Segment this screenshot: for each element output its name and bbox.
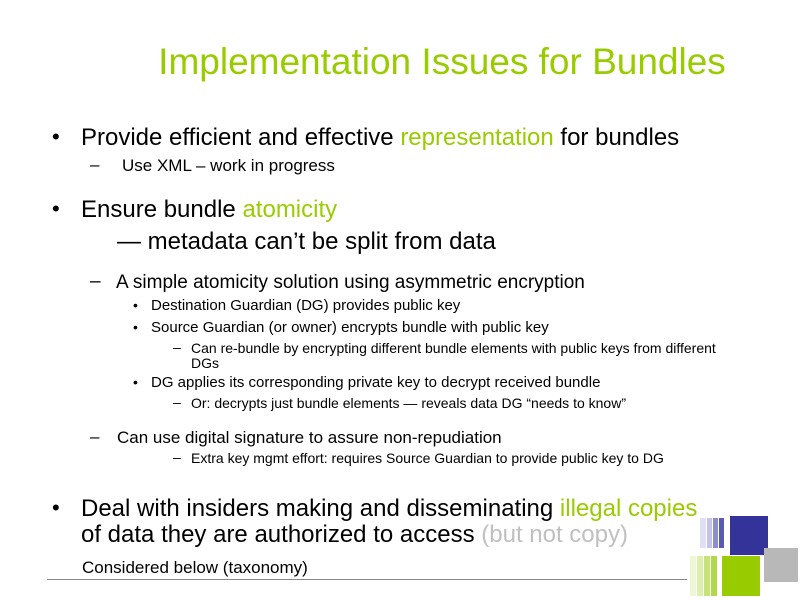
b1-post: for bundles — [553, 124, 680, 151]
b1-highlight: representation — [400, 124, 554, 151]
b3-pre: Deal with insiders making and disseminat… — [81, 495, 560, 522]
b2-s1-item-3: DG applies its corresponding private key… — [151, 374, 601, 391]
dash-marker: – — [173, 394, 181, 410]
corner-decoration — [722, 556, 760, 596]
corner-decoration — [719, 518, 724, 548]
b3-line2-gray: (but not copy) — [481, 521, 628, 548]
bullet-marker: • — [52, 124, 60, 149]
footer-divider — [47, 579, 687, 580]
dash-marker: – — [173, 449, 181, 465]
b2-line2: — metadata can’t be split from data — [117, 228, 496, 255]
b1-sub1: Use XML – work in progress — [122, 156, 335, 175]
slide-title: Implementation Issues for Bundles — [158, 41, 726, 82]
b2-s1-item2-sub-line1: Can re-bundle by encrypting different bu… — [191, 340, 716, 356]
corner-decoration — [697, 556, 703, 596]
corner-decoration — [730, 516, 768, 555]
b2-s1-item-2: Source Guardian (or owner) encrypts bund… — [151, 319, 549, 336]
bullet-2-text: Ensure bundle atomicity — [81, 196, 337, 224]
bullet-3-text: Deal with insiders making and disseminat… — [81, 495, 697, 523]
b2-s1-item3-sub: Or: decrypts just bundle elements — reve… — [191, 395, 626, 411]
b2-s1-item-1: Destination Guardian (DG) provides publi… — [151, 297, 461, 314]
corner-decoration — [764, 548, 798, 582]
bullet-marker: • — [52, 196, 60, 221]
b2-sub1: A simple atomicity solution using asymme… — [116, 272, 585, 293]
dash-marker: – — [90, 155, 100, 174]
dash-marker: – — [90, 271, 101, 292]
corner-decoration — [700, 518, 706, 548]
bullet-marker: • — [133, 319, 138, 335]
b2-sub2: Can use digital signature to assure non-… — [117, 428, 502, 447]
bullet-marker: • — [133, 374, 138, 390]
b1-pre: Provide efficient and effective — [81, 124, 401, 151]
bullet-marker: • — [52, 495, 60, 520]
b2-pre: Ensure bundle — [81, 196, 243, 223]
dash-marker: – — [173, 339, 181, 355]
corner-decoration — [711, 556, 717, 596]
dash-marker: – — [90, 427, 100, 446]
bullet-marker: • — [133, 297, 138, 313]
b3-highlight: illegal copies — [559, 495, 698, 522]
b2-highlight: atomicity — [242, 196, 338, 223]
corner-decoration — [713, 518, 718, 548]
b3-line2-pre: of data they are authorized to access — [81, 521, 482, 548]
corner-decoration — [707, 518, 712, 548]
b3-line3: Considered below (taxonomy) — [82, 558, 308, 577]
corner-decoration — [690, 556, 696, 596]
b2-s1-item2-sub-line2: DGs — [191, 355, 219, 371]
bullet-1-text: Provide efficient and effective represen… — [81, 124, 679, 152]
corner-decoration — [704, 556, 710, 596]
bullet-3-line2: of data they are authorized to access (b… — [81, 521, 628, 549]
b2-sub2-sub: Extra key mgmt effort: requires Source G… — [191, 450, 664, 466]
